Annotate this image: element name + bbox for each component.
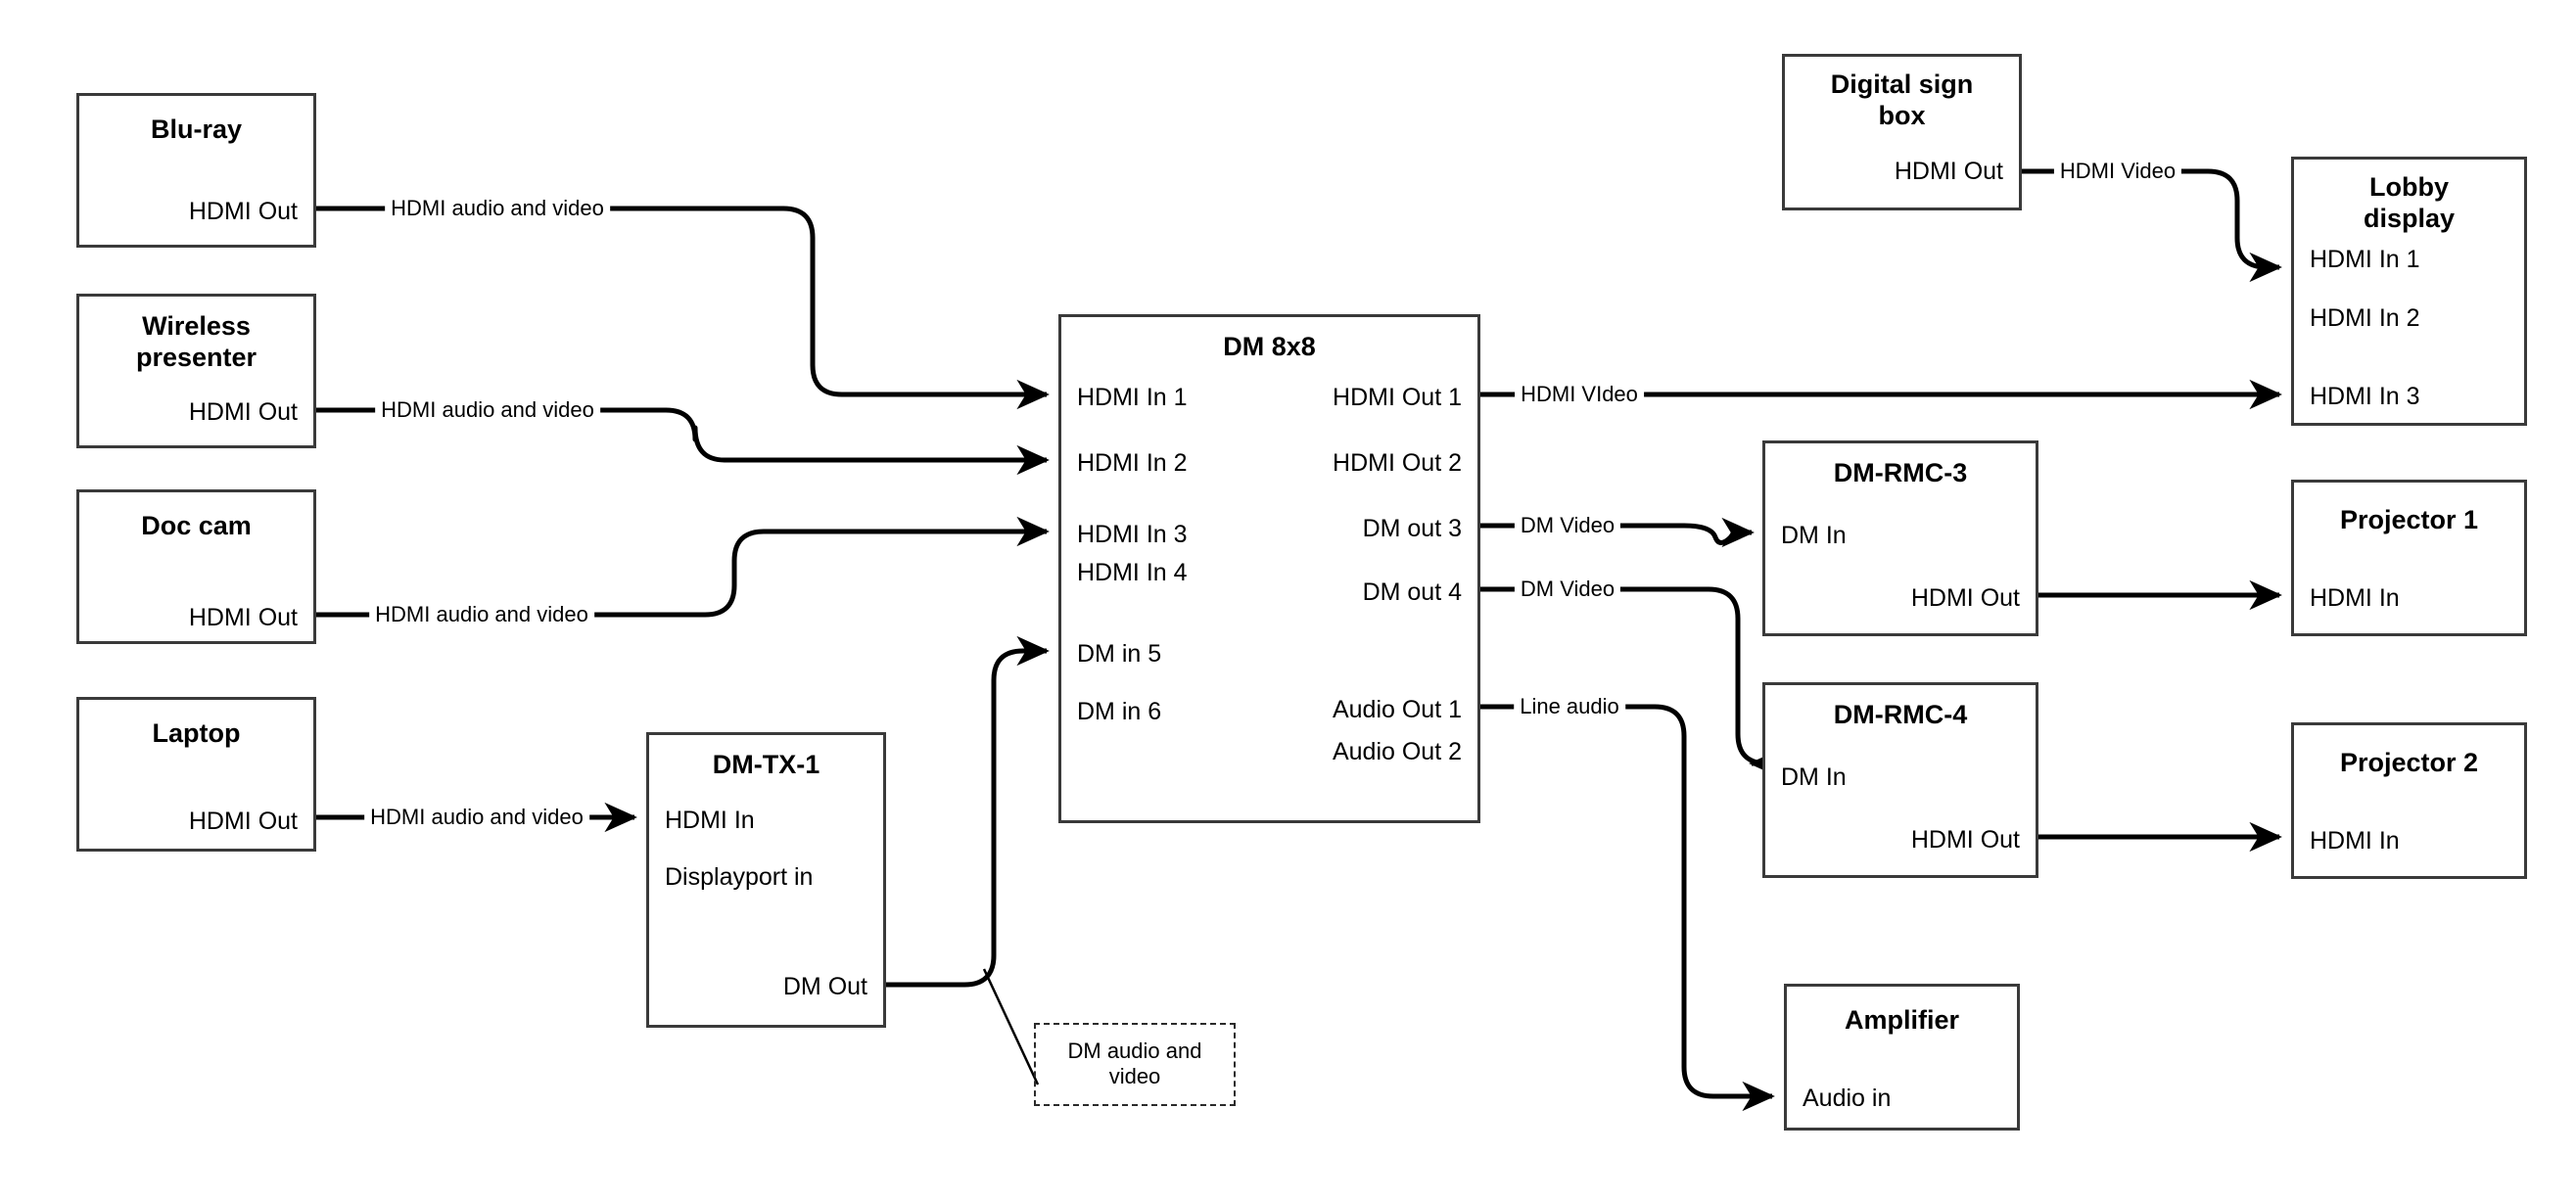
port-dm-out-3: DM out 3 — [1362, 515, 1462, 542]
port-hdmi-out: HDMI Out — [1910, 584, 2020, 612]
node-title: Wireless presenter — [135, 311, 258, 372]
node-digital-sign-box[interactable]: Digital sign box HDMI Out — [1782, 54, 2022, 210]
node-dm-rmc-4[interactable]: DM-RMC-4 DM In HDMI Out — [1762, 682, 2038, 878]
edge-label-hdmi-out-1-to-lobby-in-3: HDMI VIdeo — [1515, 383, 1644, 406]
edge-label-audio-out-1-to-amplifier: Line audio — [1514, 695, 1625, 718]
wire-bluray-to-hdmi-in-1 — [316, 206, 1050, 410]
port-audio-out-1: Audio Out 1 — [1332, 696, 1462, 723]
wire-dm-out-3-to-rmc3 — [1480, 517, 1755, 548]
node-title: Projector 2 — [2339, 748, 2479, 777]
node-title: Amplifier — [1844, 1005, 1960, 1035]
node-title: DM 8x8 — [1223, 332, 1316, 361]
port-dm-in: DM In — [1781, 522, 1847, 549]
node-title: DM-TX-1 — [712, 750, 820, 779]
port-hdmi-out-2: HDMI Out 2 — [1333, 449, 1462, 477]
note-leader-line — [982, 968, 1040, 1086]
port-hdmi-in: HDMI In — [2310, 827, 2400, 855]
edge-label-laptop-to-dmtx1: HDMI audio and video — [364, 806, 589, 829]
node-doc-cam[interactable]: Doc cam HDMI Out — [76, 489, 316, 644]
wire-dm-out-4-to-rmc4 — [1480, 586, 1782, 779]
port-hdmi-out: HDMI Out — [188, 604, 298, 631]
port-hdmi-in-2: HDMI In 2 — [2310, 304, 2420, 332]
edge-label-dm-out-4-to-rmc4: DM Video — [1514, 577, 1621, 601]
edge-label-sign-to-lobby-in-1: HDMI Video — [2053, 160, 2182, 183]
wire-sign-to-lobby-in-1 — [2022, 168, 2282, 283]
port-hdmi-in-3: HDMI In 3 — [2310, 383, 2420, 410]
node-title: DM-RMC-4 — [1833, 700, 1968, 729]
port-displayport-in: Displayport in — [665, 863, 814, 891]
node-title: Blu-ray — [150, 115, 243, 144]
port-hdmi-out: HDMI Out — [188, 198, 298, 225]
port-hdmi-in: HDMI In — [2310, 584, 2400, 612]
note-text: DM audio and video — [1067, 1039, 1202, 1088]
port-hdmi-out: HDMI Out — [1910, 826, 2020, 854]
node-blu-ray[interactable]: Blu-ray HDMI Out — [76, 93, 316, 248]
port-audio-out-2: Audio Out 2 — [1332, 738, 1462, 765]
node-projector-2[interactable]: Projector 2 HDMI In — [2291, 722, 2527, 879]
port-hdmi-in-1: HDMI In 1 — [1077, 384, 1188, 411]
wire-doccam-to-hdmi-in-3 — [316, 516, 1050, 618]
port-hdmi-in-2: HDMI In 2 — [1077, 449, 1188, 477]
port-hdmi-out-1: HDMI Out 1 — [1333, 384, 1462, 411]
node-title: Projector 1 — [2339, 505, 2479, 534]
wire-audio-out-1-to-amplifier — [1480, 704, 1775, 1112]
node-title: Laptop — [152, 718, 241, 748]
port-hdmi-in-1: HDMI In 1 — [2310, 246, 2420, 273]
note-dm-audio-and-video: DM audio and video — [1034, 1023, 1236, 1106]
node-dm-8x8[interactable]: DM 8x8 HDMI In 1 HDMI In 2 HDMI In 3 HDM… — [1058, 314, 1480, 823]
port-hdmi-in-3: HDMI In 3 — [1077, 521, 1188, 548]
port-dm-out: DM Out — [782, 973, 867, 1000]
edge-label-wireless-to-hdmi-in-2: HDMI audio and video — [375, 398, 600, 422]
node-dm-tx-1[interactable]: DM-TX-1 HDMI In Displayport in DM Out — [646, 732, 886, 1028]
port-hdmi-out: HDMI Out — [188, 808, 298, 835]
edge-label-doccam-to-hdmi-in-3: HDMI audio and video — [369, 603, 594, 626]
port-hdmi-out: HDMI Out — [188, 398, 298, 426]
wire-wireless-to-hdmi-in-2 — [316, 407, 1050, 476]
node-title: Lobby display — [2363, 172, 2456, 233]
node-title: Doc cam — [141, 511, 252, 540]
node-amplifier[interactable]: Amplifier Audio in — [1784, 984, 2020, 1131]
port-dm-in-5: DM in 5 — [1077, 640, 1162, 668]
port-audio-in: Audio in — [1803, 1085, 1892, 1112]
port-dm-in-6: DM in 6 — [1077, 698, 1162, 725]
port-hdmi-in-4: HDMI In 4 — [1077, 559, 1188, 586]
node-dm-rmc-3[interactable]: DM-RMC-3 DM In HDMI Out — [1762, 440, 2038, 636]
node-projector-1[interactable]: Projector 1 HDMI In — [2291, 480, 2527, 636]
port-dm-in: DM In — [1781, 763, 1847, 791]
node-wireless-presenter[interactable]: Wireless presenter HDMI Out — [76, 294, 316, 448]
node-laptop[interactable]: Laptop HDMI Out — [76, 697, 316, 852]
edge-label-dm-out-3-to-rmc3: DM Video — [1514, 514, 1621, 537]
port-hdmi-in: HDMI In — [665, 807, 755, 834]
edge-label-bluray-to-hdmi-in-1: HDMI audio and video — [385, 197, 610, 220]
port-dm-out-4: DM out 4 — [1362, 578, 1462, 606]
port-hdmi-out: HDMI Out — [1894, 158, 2003, 185]
node-title: Digital sign box — [1830, 69, 1974, 130]
node-lobby-display[interactable]: Lobby display HDMI In 1 HDMI In 2 HDMI I… — [2291, 157, 2527, 426]
wire-dmtx1-to-dm-in-5 — [886, 635, 1050, 988]
node-title: DM-RMC-3 — [1833, 458, 1968, 487]
